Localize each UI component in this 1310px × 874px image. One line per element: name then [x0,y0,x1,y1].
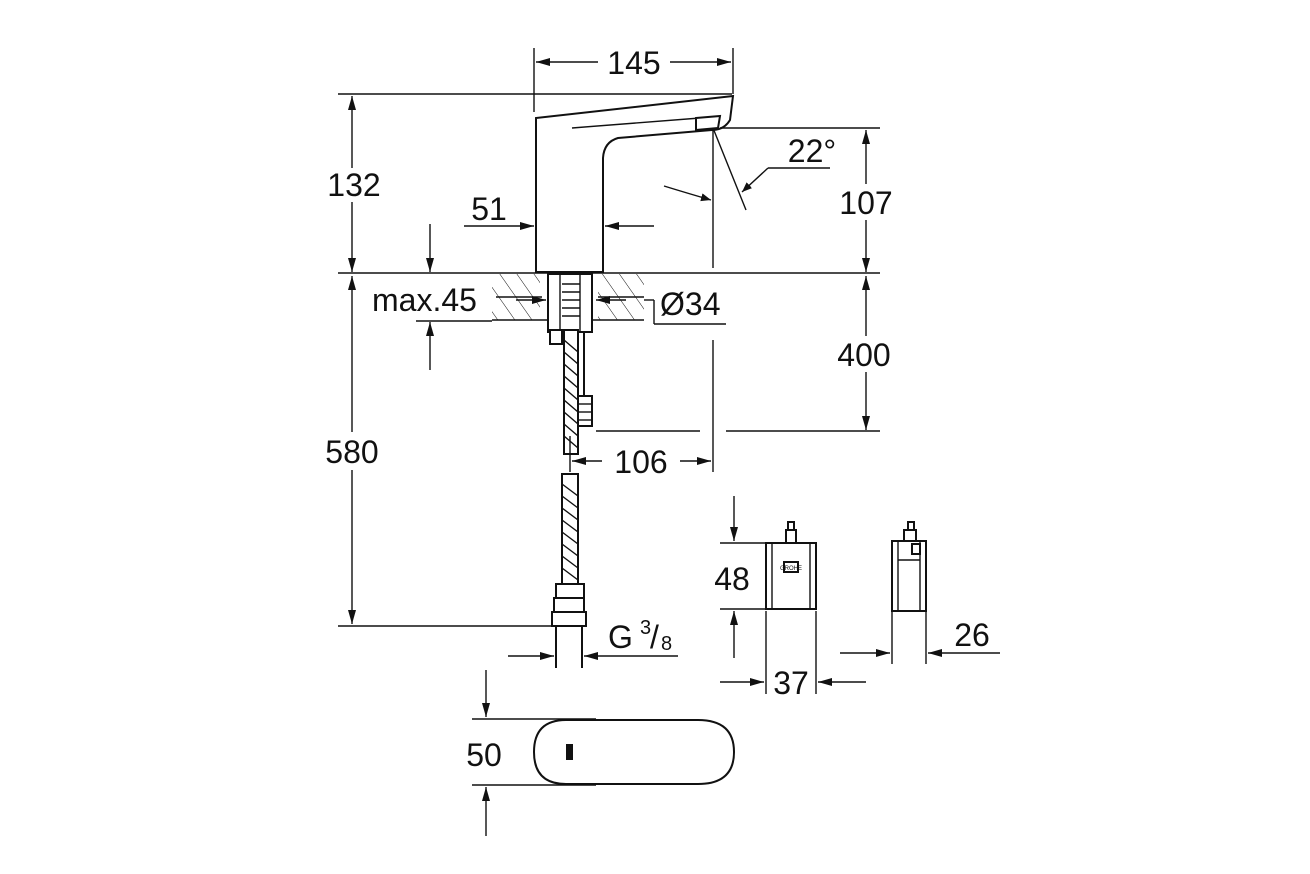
mounting-shank [547,273,593,345]
dim-label-thread-den: 8 [661,633,672,655]
braided-hose-lower [551,473,587,668]
dim-body-width: 51 [464,191,654,230]
dim-total-height: 132 [327,93,732,272]
dim-outlet-offset: 106 [569,340,714,480]
dim-label-48: 48 [714,561,750,597]
control-box-front: GROHE [765,521,817,610]
brand-logo: GROHE [780,566,802,572]
dim-label-angle: 22° [788,133,836,169]
dim-box-height: 48 [714,496,766,658]
faucet-top-view [532,719,736,785]
dim-label-thread-slash: / [650,619,659,655]
dim-spout-length: 145 [533,45,734,112]
dim-label-107: 107 [839,185,892,221]
sensor-window [566,744,573,760]
dim-label-thread-num: 3 [640,617,651,639]
dim-outlet-angle: 22° [663,127,836,268]
dim-box-depth: 26 [840,611,1000,664]
dim-box-width: 37 [720,611,866,701]
dim-base-depth: 50 [466,670,596,836]
braided-hose-upper [563,329,579,455]
dim-max-thickness: max.45 [372,224,492,370]
sensor-cable [577,332,593,427]
dim-label-diameter: Ø34 [660,286,720,322]
dim-label-400: 400 [837,337,890,373]
dim-label-26: 26 [954,617,990,653]
dim-label-580: 580 [325,434,378,470]
dim-hose-length: 580 [325,276,552,627]
control-box-side [891,521,927,612]
dim-label-50: 50 [466,737,502,773]
dim-label-106: 106 [614,444,667,480]
dim-label-145: 145 [607,45,660,81]
dim-outlet-height: 107 [720,127,893,272]
faucet-body [535,94,735,273]
dim-hole-diameter: Ø34 [516,286,726,325]
dim-label-max45: max.45 [372,282,477,318]
dim-label-132: 132 [327,167,380,203]
dim-cable-length: 400 [596,276,891,432]
dim-label-37: 37 [773,665,809,701]
dim-label-thread-g: G [608,619,633,655]
dim-thread-size: G 3 / 8 [508,617,678,660]
dim-label-51: 51 [471,191,507,227]
